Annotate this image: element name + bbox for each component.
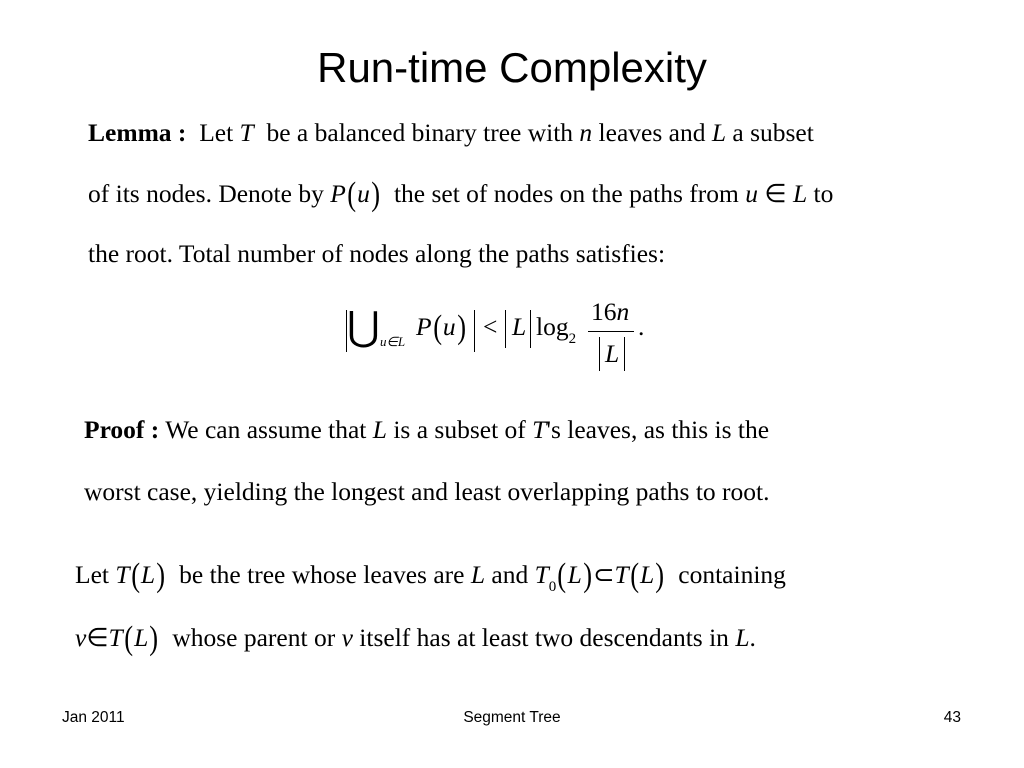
definition-line-2: v∈T(L) whose parent or v itself has at l… bbox=[75, 620, 756, 657]
lemma-text: of its nodes. Denote by bbox=[88, 179, 324, 208]
math-var-L: L bbox=[711, 118, 727, 147]
paren-close: ) bbox=[655, 557, 665, 594]
math-var-u: u bbox=[357, 179, 370, 208]
def-text: be the tree whose leaves are bbox=[179, 560, 465, 589]
def-text: . bbox=[749, 623, 756, 652]
math-var-L: L bbox=[134, 623, 149, 652]
slide-number: 43 bbox=[943, 709, 961, 726]
log-label: log2 bbox=[536, 312, 576, 348]
union-subscript: u∈L bbox=[380, 334, 406, 349]
log-base: 2 bbox=[568, 331, 577, 347]
subscript-zero: 0 bbox=[548, 579, 557, 595]
math-var-u: u bbox=[442, 312, 456, 341]
paren-close: ) bbox=[371, 176, 380, 213]
lemma-line-2: of its nodes. Denote by P(u) the set of … bbox=[88, 176, 834, 213]
fraction-numerator: 16n bbox=[591, 297, 629, 327]
paren-open: ( bbox=[347, 176, 356, 213]
lemma-line-1: Lemma : Let T be a balanced binary tree … bbox=[88, 116, 814, 150]
lemma-text: the set of nodes on the paths from bbox=[393, 179, 739, 208]
proof-line-2: worst case, yielding the longest and lea… bbox=[84, 477, 770, 506]
paren-open: ( bbox=[123, 620, 133, 657]
math-var-L: L bbox=[605, 339, 620, 368]
paren-close: ) bbox=[456, 309, 466, 346]
math-var-T: T bbox=[614, 560, 629, 589]
math-var-u: u bbox=[745, 179, 758, 208]
footer-date: Jan 2011 bbox=[62, 709, 125, 726]
footer-topic: Segment Tree bbox=[463, 709, 561, 726]
lemma-label: Lemma : bbox=[88, 118, 187, 147]
math-var-L: L bbox=[470, 560, 486, 589]
math-var-v: v bbox=[75, 623, 87, 652]
math-var-L: L bbox=[512, 312, 527, 341]
math-var-L: L bbox=[792, 179, 808, 208]
lemma-text: be a balanced binary tree with bbox=[266, 118, 574, 147]
lemma-text: Let bbox=[199, 118, 234, 147]
def-text: and bbox=[491, 560, 529, 589]
math-var-v: v bbox=[341, 623, 353, 652]
math-var-T: T bbox=[532, 415, 547, 444]
less-than-symbol: < bbox=[483, 312, 498, 341]
math-var-P: P bbox=[416, 312, 432, 341]
math-var-L: L bbox=[140, 560, 156, 589]
proof-text: 's leaves, as this is the bbox=[546, 415, 770, 444]
element-of-symbol: ∈ bbox=[764, 179, 787, 208]
proof-line-1: Proof : We can assume that L is a subset… bbox=[84, 413, 769, 447]
math-var-T: T bbox=[108, 623, 123, 652]
paren-close: ) bbox=[156, 557, 166, 594]
abs-bar bbox=[474, 310, 476, 352]
big-union-symbol: ⋃ bbox=[347, 304, 380, 350]
math-var-n: n bbox=[579, 118, 593, 147]
element-of-symbol: ∈ bbox=[86, 623, 109, 652]
formula-period: . bbox=[638, 312, 645, 341]
paren-open: ( bbox=[432, 309, 442, 346]
math-var-P: P bbox=[330, 179, 346, 208]
lemma-line-3: the root. Total number of nodes along th… bbox=[88, 239, 666, 268]
lemma-text: a subset bbox=[732, 118, 814, 147]
math-var-T: T bbox=[239, 118, 254, 147]
def-text: containing bbox=[678, 560, 786, 589]
def-text: Let bbox=[75, 560, 109, 589]
abs-bar bbox=[624, 337, 626, 371]
def-text: whose parent or bbox=[172, 623, 336, 652]
log-text: log bbox=[536, 312, 569, 341]
abs-bar bbox=[505, 310, 507, 348]
numerator-number: 16 bbox=[591, 297, 617, 326]
proof-label: Proof : bbox=[84, 415, 160, 444]
paren-open: ( bbox=[557, 557, 567, 594]
subset-symbol: ⊂ bbox=[593, 560, 615, 589]
abs-bar bbox=[530, 310, 532, 348]
math-var-L: L bbox=[640, 560, 655, 589]
slide-title: Run-time Complexity bbox=[317, 44, 707, 91]
math-var-L: L bbox=[567, 560, 582, 589]
proof-text: We can assume that bbox=[165, 415, 367, 444]
math-var-T: T bbox=[115, 560, 130, 589]
def-text: itself has at least two descendants in bbox=[359, 623, 729, 652]
abs-bar bbox=[599, 337, 601, 371]
math-var-n: n bbox=[616, 297, 630, 326]
lemma-text: leaves and bbox=[598, 118, 706, 147]
paren-close: ) bbox=[583, 557, 592, 594]
lemma-text: to bbox=[813, 179, 834, 208]
abs-bar bbox=[346, 310, 348, 352]
math-var-T0: T bbox=[534, 560, 549, 589]
definition-line-1: Let T(L) be the tree whose leaves are L … bbox=[75, 558, 786, 604]
fraction-bar bbox=[588, 331, 634, 333]
paren-open: ( bbox=[130, 557, 140, 594]
paren-close: ) bbox=[149, 620, 159, 657]
paren-open: ( bbox=[629, 557, 639, 594]
math-var-L: L bbox=[372, 415, 387, 444]
math-var-L: L bbox=[735, 623, 750, 652]
formula-P-u: P(u) bbox=[416, 309, 467, 346]
proof-text: is a subset of bbox=[393, 415, 526, 444]
